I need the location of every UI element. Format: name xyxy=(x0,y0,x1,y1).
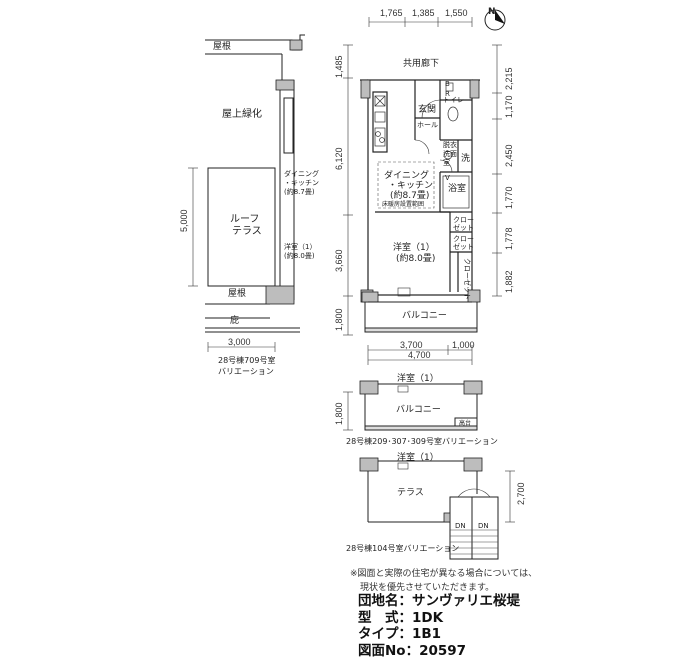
wash-label: 洗 xyxy=(461,152,470,164)
kitchen-fixtures xyxy=(375,96,385,146)
closet1-label-1: クロー xyxy=(453,216,474,224)
v709-green: 屋上緑化 xyxy=(222,107,262,120)
right-dim-4: 1,770 xyxy=(504,186,514,209)
v209-balcony: バルコニー xyxy=(396,404,441,415)
right-dim-1: 2,215 xyxy=(504,67,514,90)
v104-terrace: テラス xyxy=(397,487,424,498)
info-label: 団地名 xyxy=(358,593,399,609)
closet1-label-2: ゼット xyxy=(453,223,474,232)
v709-dining-3: (約8.7畳) xyxy=(284,187,315,196)
variation-209-dims xyxy=(343,392,353,430)
note-line-1: ※図面と実際の住宅が異なる場合については、 xyxy=(350,567,690,581)
closet2-label-2: ゼット xyxy=(453,242,474,251)
v709-bedroom-1: 洋室（1） xyxy=(284,242,316,251)
bottom-dim-b: 1,000 xyxy=(452,340,475,350)
top-dimensions xyxy=(369,17,472,27)
b-label: B xyxy=(445,80,450,88)
info-value: ：20597 xyxy=(406,643,466,659)
left-dim-3: 3,660 xyxy=(334,249,344,272)
v709-bedroom-2: (約8.0畳) xyxy=(284,251,315,260)
right-dim-5: 1,778 xyxy=(504,227,514,250)
hall-label: ホール xyxy=(417,121,438,129)
v709-roof-terrace-1: ルーフ xyxy=(230,214,259,225)
washroom-label-1: 脱衣 xyxy=(443,140,457,149)
v209-caption: 28号棟209･307･309号室バリエーション xyxy=(346,436,498,446)
v709-roof-bottom: 屋根 xyxy=(228,287,246,299)
left-dim-1: 1,485 xyxy=(334,55,344,78)
v709-caption-1: 28号棟709号室 xyxy=(218,355,275,365)
r-label: R xyxy=(445,90,450,98)
v209-dim: 1,800 xyxy=(334,402,344,425)
disclaimer-note: ※図面と実際の住宅が異なる場合については、 現状を優先させていただきます。 xyxy=(350,567,690,595)
dining-label-1: ダイニング xyxy=(384,169,429,181)
v709-eaves: 庇 xyxy=(230,314,239,326)
v709-dim-width: 3,000 xyxy=(228,337,251,347)
v709-dining-1: ダイニング xyxy=(284,169,319,178)
info-label: 型 式 xyxy=(358,610,399,626)
right-dim-2: 1,170 xyxy=(504,95,514,118)
v709-dining-2: ・キッチン xyxy=(284,179,319,187)
v709-rooftop: 屋根 xyxy=(213,40,231,52)
info-value: ：サンヴァリエ桜堤 xyxy=(399,593,521,609)
v104-window xyxy=(398,463,408,469)
right-dimensions xyxy=(492,45,502,296)
bottom-dim-a: 3,700 xyxy=(400,340,423,350)
washroom-label-2: 洗面 xyxy=(443,149,457,158)
v709-dim-height: 5,000 xyxy=(179,209,189,232)
entrance-label: 玄関 xyxy=(418,103,436,115)
v209-window xyxy=(398,386,408,392)
corridor-label: 共用廊下 xyxy=(403,57,439,69)
left-dimensions xyxy=(343,45,353,335)
dining-label-2: ・キッチン xyxy=(388,180,433,191)
dining-label-3: (約8.7畳) xyxy=(390,189,429,201)
property-info: 団地名：サンヴァリエ桜堤 型 式：1DK タイプ：1B1 図面No：20597 xyxy=(358,593,520,659)
v104-dim: 2,700 xyxy=(516,482,526,505)
compass-icon: N xyxy=(485,7,505,30)
v209-bedroom: 洋室（1） xyxy=(397,372,439,384)
closet2-label-1: クロー xyxy=(453,235,474,243)
bottom-dim-total: 4,700 xyxy=(408,350,431,360)
info-value: ：1DK xyxy=(399,610,444,626)
right-dim-6: 1,882 xyxy=(504,270,514,293)
washroom-label-3: 室 xyxy=(443,158,450,167)
v709-roof-terrace-2: テラス xyxy=(232,225,262,237)
v104-caption: 28号棟104号室バリエーション xyxy=(346,543,459,553)
variation-104-dims xyxy=(505,471,515,522)
closet3-label: クローゼット xyxy=(463,258,472,300)
floor-heat-label: 床暖房設置範囲 xyxy=(382,200,424,208)
info-value: ：1B1 xyxy=(399,626,442,642)
v-label: V xyxy=(445,174,450,182)
info-row-style: タイプ：1B1 xyxy=(358,626,520,643)
v104-gate-arc xyxy=(458,489,490,497)
right-dim-3: 2,450 xyxy=(504,144,514,167)
left-dim-2: 6,120 xyxy=(334,147,344,170)
info-row-drawing-no: 図面No：20597 xyxy=(358,643,520,659)
v209-skylight: 高台 xyxy=(459,419,471,427)
info-row-complex: 団地名：サンヴァリエ桜堤 xyxy=(358,593,520,610)
top-dim-3: 1,550 xyxy=(445,8,468,18)
bedroom-label-2: (約8.0畳) xyxy=(396,252,435,264)
top-dim-2: 1,385 xyxy=(412,8,435,18)
compass-label: N xyxy=(488,7,496,17)
bath-label: 浴室 xyxy=(448,182,466,194)
top-dim-1: 1,765 xyxy=(380,8,403,18)
info-row-type: 型 式：1DK xyxy=(358,610,520,627)
v104-dn2: DN xyxy=(478,522,489,530)
left-dim-4: 1,800 xyxy=(334,308,344,331)
bedroom-label-1: 洋室（1） xyxy=(393,241,435,253)
balcony-label: バルコニー xyxy=(402,310,447,321)
v709-caption-2: バリエーション xyxy=(218,367,274,376)
info-label: タイプ xyxy=(358,626,399,642)
v104-bedroom: 洋室（1） xyxy=(397,451,439,463)
info-label: 図面No xyxy=(358,643,406,659)
v104-dn1: DN xyxy=(455,522,466,530)
